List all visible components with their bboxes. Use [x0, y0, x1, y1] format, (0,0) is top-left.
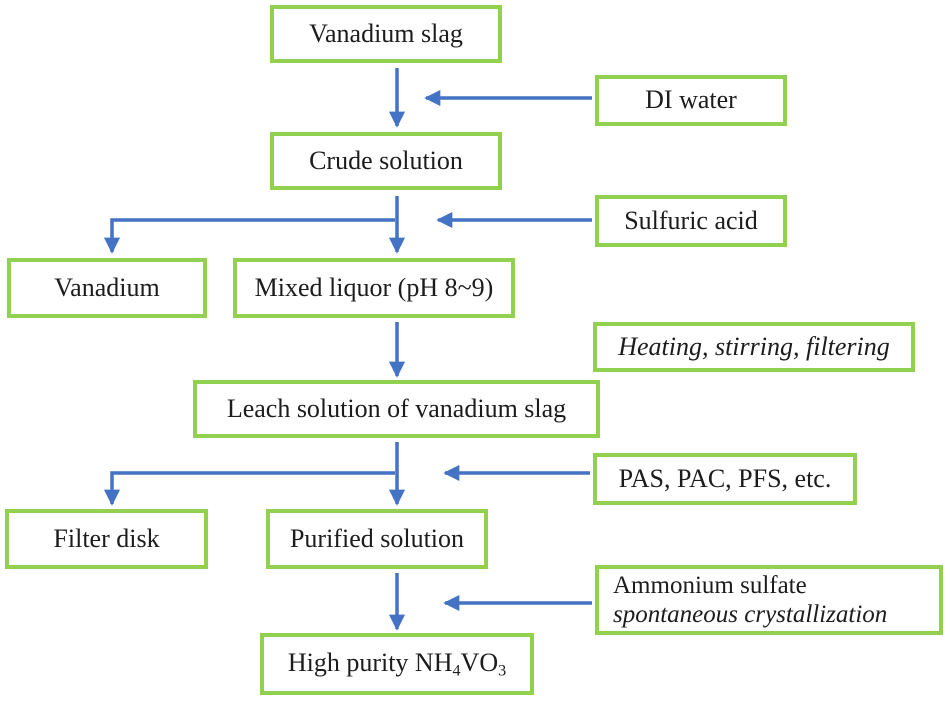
node-heating-stirring-filtering-line-0: Heating, stirring, filtering	[618, 332, 890, 363]
node-vanadium-line-0: Vanadium	[54, 273, 159, 304]
node-di-water: DI water	[595, 75, 787, 126]
node-high-purity-nh4vo3-text: 3	[498, 662, 507, 680]
node-pas-pac-pfs-line-0: PAS, PAC, PFS, etc.	[619, 464, 832, 495]
node-vanadium-text: Vanadium	[54, 272, 160, 302]
node-filter-disk-line-0: Filter disk	[53, 524, 159, 555]
node-leach-solution-line-0: Leach solution of vanadium slag	[227, 394, 566, 425]
node-heating-stirring-filtering-text: Heating, stirring, filtering	[618, 331, 890, 361]
arrow-crude-branch-to-vanadium	[103, 218, 395, 254]
node-di-water-line-0: DI water	[645, 85, 737, 116]
node-pas-pac-pfs: PAS, PAC, PFS, etc.	[593, 453, 857, 505]
node-ammonium-sulfate-text: Ammonium sulfate	[613, 571, 807, 599]
node-purified-solution-line-0: Purified solution	[290, 524, 464, 555]
node-pas-pac-pfs-text: PAS, PAC, PFS, etc.	[618, 463, 832, 493]
node-high-purity-nh4vo3-text: VO	[460, 647, 499, 677]
node-purified-solution: Purified solution	[266, 509, 488, 569]
node-sulfuric-acid-line-0: Sulfuric acid	[624, 206, 758, 237]
node-filter-disk-text: Filter disk	[53, 523, 160, 553]
node-di-water-text: DI water	[645, 85, 737, 115]
node-leach-solution: Leach solution of vanadium slag	[193, 380, 600, 438]
node-high-purity-nh4vo3-text: 4	[452, 662, 461, 680]
node-mixed-liquor: Mixed liquor (pH 8~9)	[233, 258, 515, 318]
node-filter-disk: Filter disk	[5, 509, 208, 569]
node-crude-solution: Crude solution	[270, 132, 502, 190]
node-leach-solution-text: Leach solution of vanadium slag	[226, 393, 567, 423]
node-sulfuric-acid: Sulfuric acid	[595, 195, 787, 247]
node-sulfuric-acid-text: Sulfuric acid	[624, 205, 758, 235]
node-ammonium-sulfate-line-1: spontaneous crystallization	[613, 600, 887, 630]
node-high-purity-nh4vo3: High purity NH4VO3	[260, 633, 534, 695]
node-vanadium-slag-text: Vanadium slag	[309, 18, 463, 48]
arrow-leach-branch-to-filter	[103, 471, 395, 506]
node-purified-solution-text: Purified solution	[289, 523, 465, 553]
node-vanadium: Vanadium	[7, 258, 207, 318]
node-ammonium-sulfate-text: spontaneous crystallization	[613, 601, 888, 628]
node-mixed-liquor-line-0: Mixed liquor (pH 8~9)	[255, 273, 494, 304]
node-mixed-liquor-text: Mixed liquor (pH 8~9)	[254, 272, 494, 302]
node-vanadium-slag: Vanadium slag	[270, 5, 502, 63]
node-ammonium-sulfate-line-0: Ammonium sulfate	[613, 571, 807, 601]
node-heating-stirring-filtering: Heating, stirring, filtering	[593, 322, 915, 372]
node-crude-solution-line-0: Crude solution	[309, 146, 463, 177]
node-high-purity-nh4vo3-text: High purity NH	[287, 647, 453, 677]
node-vanadium-slag-line-0: Vanadium slag	[309, 19, 463, 50]
node-high-purity-nh4vo3-line-0: High purity NH4VO3	[288, 648, 506, 681]
node-crude-solution-text: Crude solution	[309, 145, 463, 175]
